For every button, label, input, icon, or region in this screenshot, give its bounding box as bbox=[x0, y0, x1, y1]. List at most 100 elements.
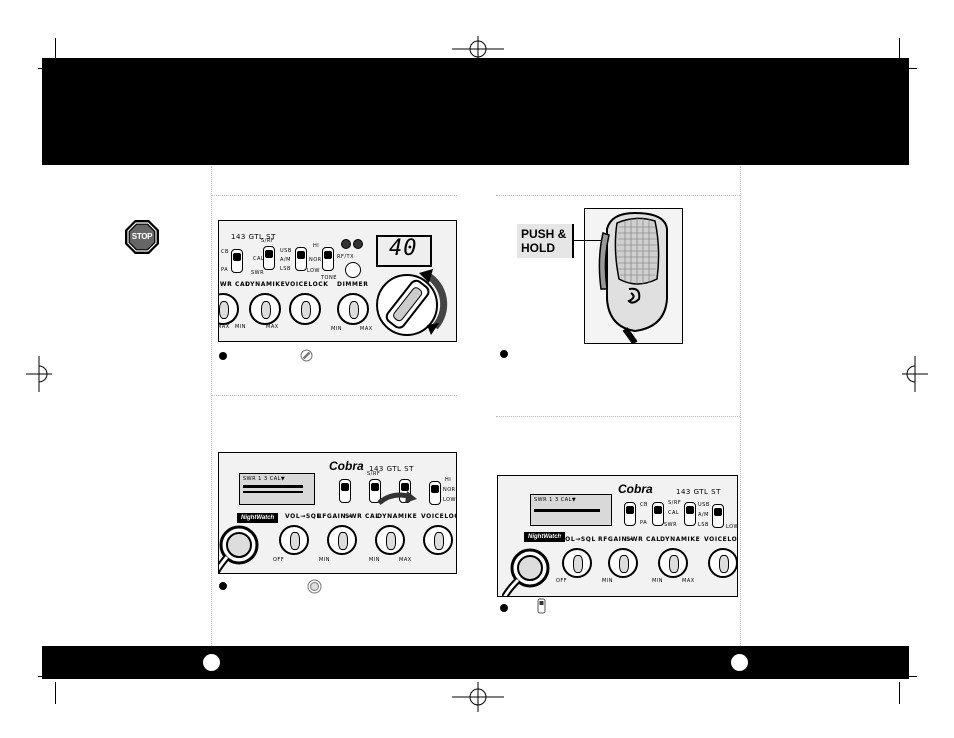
band-switch bbox=[684, 502, 696, 526]
model-label: 143 GTL ST bbox=[369, 465, 414, 473]
band-switch bbox=[295, 247, 307, 271]
voicelock-knob bbox=[289, 293, 321, 325]
registration-mark-left bbox=[26, 356, 52, 392]
nightwatch-badge: NightWatch bbox=[524, 532, 566, 542]
footer-band bbox=[42, 646, 909, 679]
switch-icon bbox=[537, 598, 546, 614]
voicelock-knob bbox=[423, 525, 453, 555]
vol-sql-label: VOL→SQL bbox=[560, 536, 596, 543]
mic-cable bbox=[219, 525, 259, 573]
header-band bbox=[42, 58, 909, 165]
model-label: 143 GTL ST bbox=[231, 233, 276, 241]
page-number-dot-left bbox=[203, 654, 220, 671]
crop-mark bbox=[899, 38, 900, 68]
page-number-dot-right bbox=[731, 654, 748, 671]
low-label: LOW bbox=[443, 497, 456, 503]
meter-bar bbox=[243, 485, 303, 488]
radio-front-panel: SWR 1 3 CAL▼ Cobra 143 GTL ST S/RF HI NO… bbox=[218, 452, 457, 574]
swr-cal-label: SWR CAL bbox=[626, 536, 661, 543]
meter-bar bbox=[243, 491, 303, 493]
dynamike-knob bbox=[249, 293, 281, 325]
sw-rf-label: S/RF bbox=[668, 500, 682, 506]
signal-meter bbox=[239, 473, 315, 505]
usb-label: USB bbox=[280, 248, 292, 254]
meter-bar bbox=[534, 509, 600, 512]
brand-logo: Cobra bbox=[329, 459, 364, 473]
cal-label: CAL bbox=[253, 256, 265, 262]
low-label: LOW bbox=[726, 524, 738, 530]
mic-cable bbox=[502, 548, 550, 596]
section-divider bbox=[496, 195, 740, 196]
switch-arrow bbox=[377, 491, 417, 505]
min-label: MIN bbox=[319, 557, 331, 563]
push-hold-line2: HOLD bbox=[521, 241, 555, 255]
nightwatch-badge: NightWatch bbox=[237, 513, 279, 523]
sw-rf-label: S/RF bbox=[367, 471, 381, 477]
max-label: MAX bbox=[266, 324, 279, 330]
volume-knob bbox=[562, 548, 592, 578]
registration-mark-bottom bbox=[452, 682, 504, 712]
voicelock-label: VOICELOCK bbox=[285, 281, 329, 288]
volume-knob bbox=[279, 525, 309, 555]
pa-label: PA bbox=[640, 520, 648, 526]
max-label: MAX bbox=[218, 324, 230, 330]
min-label: MIN bbox=[235, 324, 247, 330]
mode-switch bbox=[624, 502, 636, 526]
channel-knob-icon bbox=[300, 349, 313, 362]
meter-scale: SWR 1 3 CAL▼ bbox=[534, 497, 577, 503]
crop-mark bbox=[905, 68, 917, 69]
off-label: OFF bbox=[556, 578, 568, 584]
registration-mark-right bbox=[902, 356, 928, 392]
model-label: 143 GTL ST bbox=[676, 488, 721, 496]
stop-sign-text: STOP bbox=[131, 232, 153, 241]
crop-mark bbox=[899, 682, 900, 704]
nor-label: NOR bbox=[309, 257, 322, 263]
min-label: MIN bbox=[331, 326, 343, 332]
min-label: MIN bbox=[652, 578, 664, 584]
mode-switch bbox=[339, 479, 351, 503]
nor-label: NOR bbox=[443, 487, 456, 493]
crop-mark bbox=[55, 682, 56, 704]
channel-selector-knob bbox=[376, 269, 448, 336]
section-divider bbox=[496, 416, 740, 417]
lsb-label: LSB bbox=[698, 522, 709, 528]
vol-sql-label: VOL→SQL bbox=[285, 513, 321, 520]
voicelock-label: VOICELOCK bbox=[704, 536, 738, 543]
swr-cal-knob bbox=[219, 293, 239, 325]
swr-switch bbox=[652, 502, 664, 526]
sw-rf-label: S/RF bbox=[261, 238, 275, 244]
section-divider bbox=[212, 395, 457, 396]
tone-switch bbox=[322, 247, 334, 271]
voicelock-label: VOICELOCK bbox=[421, 513, 456, 520]
tone-switch bbox=[712, 504, 724, 528]
dimmer-label: DIMMER bbox=[337, 281, 369, 288]
rf-tx-indicator bbox=[341, 239, 351, 249]
lsb-label: LSB bbox=[280, 266, 291, 272]
rf-tx-label: RF/TX bbox=[337, 254, 355, 260]
swr-switch bbox=[263, 246, 275, 270]
crop-mark bbox=[905, 676, 917, 677]
step-bullet bbox=[219, 352, 227, 360]
power-indicator bbox=[353, 239, 363, 249]
step-bullet bbox=[500, 604, 508, 612]
radio-channel-panel: 143 GTL ST CB PA S/RF CAL SWR USB A/M LS… bbox=[218, 220, 457, 342]
crop-mark bbox=[55, 38, 56, 68]
stop-sign-icon bbox=[125, 220, 159, 254]
push-hold-callout bbox=[517, 224, 574, 258]
dynamike-label: DYNAMIKE bbox=[245, 281, 286, 288]
fm-label: CB bbox=[221, 249, 229, 255]
voicelock-knob bbox=[708, 548, 737, 578]
channel-display bbox=[376, 235, 432, 267]
min-label: MIN bbox=[602, 578, 614, 584]
callout-leader bbox=[572, 240, 602, 241]
channel-number: 40 bbox=[389, 236, 418, 261]
rfgain-knob bbox=[327, 525, 357, 555]
tone-label: TONE bbox=[321, 275, 337, 281]
column-guide bbox=[740, 166, 741, 646]
cal-label: CAL bbox=[668, 510, 680, 516]
swr-cal-label: SWR CAL bbox=[218, 281, 250, 288]
swr-switch bbox=[369, 479, 381, 503]
dynamike-knob bbox=[658, 548, 688, 578]
min-label: MIN bbox=[369, 557, 381, 563]
tone-switch bbox=[429, 481, 441, 505]
